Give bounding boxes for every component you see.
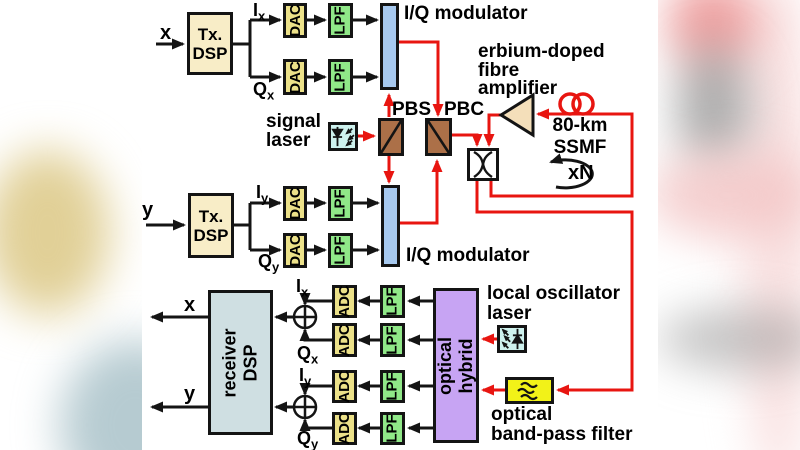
adder-y-icon — [292, 394, 318, 420]
optical-hybrid-block: optical hybrid — [433, 288, 479, 443]
dac-qy-block: DAC — [283, 233, 307, 268]
qy-tx-label: Qy — [258, 251, 280, 275]
rx-output-y-label: y — [184, 383, 196, 405]
red-optical-wires — [358, 40, 634, 396]
adder-x-icon — [292, 304, 318, 330]
edfa-amplifier-icon — [498, 92, 535, 138]
ix-rx-label: Ix — [296, 276, 309, 300]
dac-iy-block: DAC — [283, 186, 307, 221]
lpf-rx3-block: LPF — [380, 370, 405, 403]
lo-laser-label: local oscillator laser — [487, 283, 621, 324]
dac-qx-block: DAC — [283, 59, 307, 95]
iy-rx-label: Iy — [299, 365, 312, 389]
signal-laser-block — [328, 122, 358, 151]
iy-tx-label: Iy — [256, 182, 269, 206]
iq-modulator-x-block — [380, 3, 399, 90]
qx-tx-label: Qx — [253, 79, 275, 103]
tx-dsp-x-label2: DSP — [192, 43, 228, 63]
fibre-coil-icon — [558, 92, 595, 116]
black-wires — [146, 14, 433, 434]
tx-input-x-label: x — [160, 22, 172, 44]
edfa-label: erbium-doped fibre amplifier — [478, 41, 605, 99]
band-pass-filter-label: optical band-pass filter — [491, 404, 633, 445]
right-blur-margin — [658, 0, 800, 450]
pbc-diagonal — [426, 120, 451, 154]
lpf-iy-block: LPF — [328, 186, 353, 221]
lo-laser-block — [497, 325, 527, 353]
tx-dsp-x-block: Tx. DSP — [187, 12, 233, 75]
coupler-cross-icon — [473, 151, 493, 178]
adc-qx-block: ADC — [332, 323, 357, 357]
laser-diode-icon — [331, 126, 355, 146]
adc-qy-block: ADC — [332, 412, 357, 445]
qy-rx-label: Qy — [297, 428, 319, 450]
iq-modulator-y-label: I/Q modulator — [406, 245, 530, 266]
pbc-block — [425, 118, 452, 156]
lo-laser-diode-icon — [501, 328, 524, 350]
pbs-diagonal — [379, 120, 403, 154]
lpf-rx1-block: LPF — [380, 285, 405, 318]
iq-modulator-x-label: I/Q modulator — [404, 3, 528, 24]
lpf-ix-block: LPF — [328, 3, 353, 38]
span-distance-label: 80-km — [552, 115, 608, 136]
rx-output-x-label: x — [184, 294, 196, 316]
lpf-qx-block: LPF — [328, 59, 353, 95]
adc-ix-block: ADC — [332, 285, 357, 318]
lpf-rx2-block: LPF — [380, 323, 405, 357]
band-pass-filter-block — [505, 377, 554, 404]
pbs-block — [378, 118, 404, 156]
recirculation-arrow — [549, 153, 594, 190]
left-blur-margin — [0, 0, 142, 450]
lpf-qy-block: LPF — [328, 233, 353, 268]
iq-modulator-y-block — [381, 185, 400, 267]
lpf-rx4-block: LPF — [380, 412, 405, 445]
pbs-label: PBS — [392, 99, 432, 120]
loop-coupler-block — [467, 148, 499, 181]
adc-iy-block: ADC — [332, 370, 357, 403]
filter-waves-icon — [516, 381, 538, 400]
pbc-label: PBC — [444, 99, 485, 120]
ix-tx-label: Ix — [253, 0, 266, 24]
receiver-dsp-block: receiver DSP — [208, 290, 273, 435]
loop-count-label: xN — [568, 162, 594, 184]
qx-rx-label: Qx — [297, 343, 319, 367]
dac-ix-block: DAC — [283, 3, 307, 38]
tx-dsp-y-block: Tx. DSP — [188, 193, 234, 258]
tx-dsp-x-label1: Tx. — [197, 24, 223, 44]
signal-laser-label: signal laser — [266, 111, 321, 151]
tx-input-y-label: y — [142, 199, 154, 221]
span-fibre-label: SSMF — [553, 137, 607, 158]
